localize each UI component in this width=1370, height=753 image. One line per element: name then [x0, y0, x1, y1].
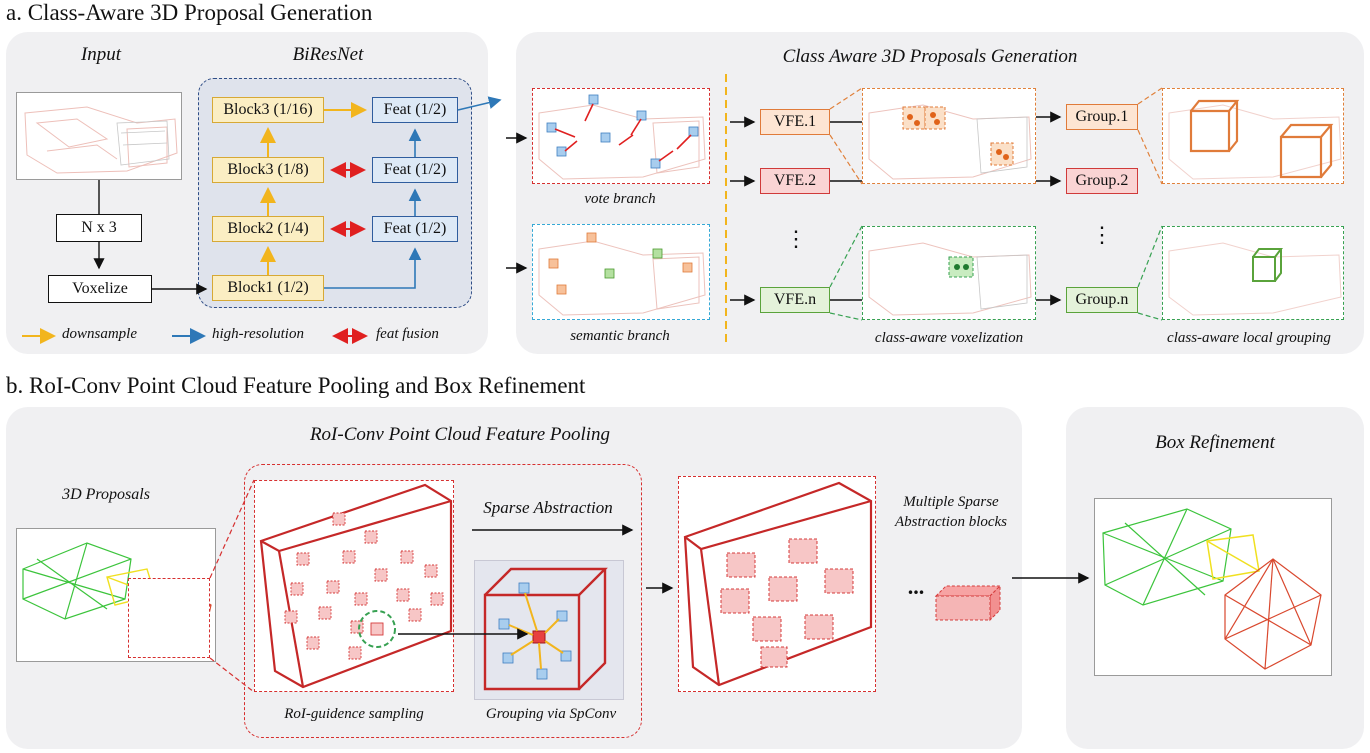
box-refinement-image	[1094, 498, 1332, 676]
voxelization-image-top	[862, 88, 1036, 184]
grouping-cube-sketch	[483, 567, 608, 691]
voxelization-image-bottom	[862, 226, 1036, 320]
block2-1-4: Block2 (1/4)	[212, 216, 324, 242]
roi-pooling-region	[244, 464, 642, 738]
block1-1-2: Block1 (1/2)	[212, 275, 324, 301]
input-label: Input	[80, 44, 122, 65]
section-b-title: b. RoI-Conv Point Cloud Feature Pooling …	[6, 373, 586, 398]
grouping-spconv-label: Grouping via SpConv	[485, 706, 617, 722]
vote-branch-label: vote branch	[584, 191, 656, 207]
group-dots: ⋮	[1091, 222, 1113, 247]
legend-high-resolution: high-resolution	[212, 326, 304, 342]
sparse-result-sketch	[683, 481, 873, 687]
sparse-abstraction-label: Sparse Abstraction	[483, 498, 613, 517]
feat-bottom: Feat (1/2)	[372, 216, 458, 242]
roi-sampling-sketch	[259, 483, 453, 689]
pooling-title: RoI-Conv Point Cloud Feature Pooling	[309, 424, 611, 445]
class-aware-local-grouping-label: class-aware local grouping	[1167, 330, 1331, 346]
voxelize-box: Voxelize	[48, 275, 152, 303]
feat-top: Feat (1/2)	[372, 97, 458, 123]
voxelization-sketch-bottom	[868, 242, 1032, 316]
vfe-n-box: VFE.n	[760, 287, 830, 313]
vote-branch-sketch	[538, 94, 706, 180]
block3-1-16: Block3 (1/16)	[212, 97, 324, 123]
section-a-title: a. Class-Aware 3D Proposal Generation	[6, 0, 373, 25]
voxelization-sketch-top	[868, 104, 1032, 180]
semantic-branch-image	[532, 224, 710, 320]
box-refinement-sketch	[1102, 508, 1322, 670]
vfe-2-box: VFE.2	[760, 168, 830, 194]
vfe-dots: ⋮	[785, 226, 807, 251]
local-grouping-sketch-top	[1168, 99, 1342, 180]
legend-downsample: downsample	[62, 326, 137, 342]
group-2-box: Group.2	[1066, 168, 1138, 194]
roi-sampling-label: RoI-guidence sampling	[284, 706, 424, 722]
box-refinement-title: Box Refinement	[1155, 432, 1275, 453]
local-grouping-image-bottom	[1162, 226, 1344, 320]
feature-block-icon	[934, 584, 1002, 622]
input-scene-sketch	[24, 106, 178, 174]
vote-branch-image	[532, 88, 710, 184]
legend-feat-fusion: feat fusion	[376, 326, 439, 342]
semantic-branch-sketch	[538, 232, 706, 316]
group-n-box: Group.n	[1066, 287, 1138, 313]
block3-1-8: Block3 (1/8)	[212, 157, 324, 183]
local-grouping-image-top	[1162, 88, 1344, 184]
vfe-1-box: VFE.1	[760, 109, 830, 135]
feat-middle: Feat (1/2)	[372, 157, 458, 183]
group-1-box: Group.1	[1066, 104, 1138, 130]
3d-proposals-label: 3D Proposals	[62, 486, 150, 503]
input-point-cloud-image	[16, 92, 182, 180]
biresnet-label: BiResNet	[292, 44, 364, 65]
roi-sampling-image	[254, 480, 454, 692]
class-aware-voxelization-label: class-aware voxelization	[874, 330, 1024, 346]
nx3-box: N x 3	[56, 214, 142, 242]
local-grouping-sketch-bottom	[1168, 242, 1342, 316]
semantic-branch-label: semantic branch	[570, 328, 670, 344]
class-aware-proposals-title: Class Aware 3D Proposals Generation	[782, 46, 1078, 67]
multiple-blocks-label: Multiple Sparse Abstraction blocks	[894, 494, 1008, 530]
grouping-spconv-image	[474, 560, 624, 700]
proposal-zoom-region	[128, 578, 210, 658]
ellipsis: ...	[907, 574, 925, 599]
sparse-abstraction-result-image	[678, 476, 876, 692]
